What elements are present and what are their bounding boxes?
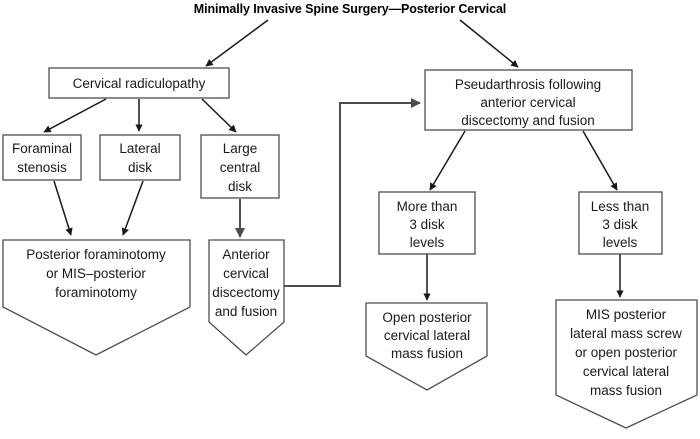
node-label-anterior-cervical-line1: Anterior bbox=[222, 247, 270, 262]
node-foraminal-stenosis[interactable]: Foraminal stenosis bbox=[2, 134, 82, 181]
node-label-open-posterior-fusion-line3: mass fusion bbox=[391, 346, 463, 361]
page-title: Minimally Invasive Spine Surgery—Posteri… bbox=[193, 2, 507, 16]
edge-lateral-disk-to-posterior-foraminotomy bbox=[121, 180, 144, 236]
node-cervical-radiculopathy[interactable]: Cervical radiculopathy bbox=[48, 67, 230, 99]
node-label-more-than-3-line2: 3 disk bbox=[409, 217, 445, 232]
node-label-mis-posterior-fusion-line2: lateral mass screw bbox=[570, 326, 682, 341]
node-label-mis-posterior-fusion-line5: mass fusion bbox=[590, 383, 662, 398]
node-label-more-than-3-line3: levels bbox=[410, 235, 445, 250]
node-label-mis-posterior-fusion-line4: cervical lateral bbox=[583, 364, 669, 379]
node-label-pseudarthrosis-line2: anterior cervical bbox=[480, 95, 575, 110]
edge-cervical-to-large-central-disk bbox=[201, 98, 237, 133]
node-label-foraminal-stenosis-line1: Foraminal bbox=[12, 141, 72, 156]
node-label-less-than-3-line3: levels bbox=[603, 235, 638, 250]
edge-cervical-to-foraminal-stenosis bbox=[43, 98, 107, 133]
edge-anterior-cervical-to-pseudarthrosis bbox=[284, 98, 421, 287]
edge-foraminal-stenosis-to-posterior-foraminotomy bbox=[53, 180, 73, 236]
node-label-open-posterior-fusion-line2: cervical lateral bbox=[384, 328, 470, 343]
node-open-posterior-fusion[interactable]: Open posterior cervical lateral mass fus… bbox=[365, 302, 488, 391]
node-label-anterior-cervical-line3: discectomy bbox=[212, 285, 280, 300]
edge-title-to-cervical-radiculopathy bbox=[205, 19, 269, 67]
node-label-posterior-foraminotomy-line3: foraminotomy bbox=[55, 285, 137, 300]
node-label-large-central-disk-line1: Large bbox=[223, 141, 258, 156]
edge-title-to-pseudarthrosis bbox=[459, 19, 519, 68]
node-label-mis-posterior-fusion-line3: or open posterior bbox=[575, 345, 678, 360]
node-label-large-central-disk-line3: disk bbox=[228, 179, 252, 194]
node-label-pseudarthrosis-line1: Pseudarthrosis following bbox=[455, 77, 601, 92]
node-label-mis-posterior-fusion-line1: MIS posterior bbox=[586, 307, 667, 322]
node-large-central-disk[interactable]: Large central disk bbox=[200, 134, 280, 199]
node-label-anterior-cervical-line2: cervical bbox=[223, 266, 269, 281]
node-label-lateral-disk-line2: disk bbox=[128, 160, 152, 175]
node-more-than-3-disk-levels[interactable]: More than 3 disk levels bbox=[378, 191, 476, 255]
node-anterior-cervical-discectomy[interactable]: Anterior cervical discectomy and fusion bbox=[208, 239, 285, 356]
node-label-lateral-disk-line1: Lateral bbox=[119, 141, 160, 156]
node-pseudarthrosis[interactable]: Pseudarthrosis following anterior cervic… bbox=[424, 69, 633, 131]
node-label-anterior-cervical-line4: and fusion bbox=[215, 304, 277, 319]
node-label-posterior-foraminotomy-line1: Posterior foraminotomy bbox=[26, 247, 166, 262]
node-lateral-disk[interactable]: Lateral disk bbox=[99, 134, 181, 181]
node-label-pseudarthrosis-line3: discectomy and fusion bbox=[461, 113, 595, 128]
node-label-cervical-radiculopathy: Cervical radiculopathy bbox=[73, 76, 206, 91]
node-label-open-posterior-fusion-line1: Open posterior bbox=[382, 310, 472, 325]
node-label-more-than-3-line1: More than bbox=[397, 199, 458, 214]
node-posterior-foraminotomy[interactable]: Posterior foraminotomy or MIS–posterior … bbox=[2, 239, 191, 356]
node-label-less-than-3-line1: Less than bbox=[591, 199, 650, 214]
edge-pseudarthrosis-to-more-than-3 bbox=[429, 130, 466, 191]
node-label-large-central-disk-line2: central bbox=[220, 160, 261, 175]
node-label-posterior-foraminotomy-line2: or MIS–posterior bbox=[46, 266, 146, 281]
node-label-less-than-3-line2: 3 disk bbox=[602, 217, 638, 232]
edge-pseudarthrosis-to-less-than-3 bbox=[582, 130, 618, 191]
node-less-than-3-disk-levels[interactable]: Less than 3 disk levels bbox=[578, 191, 663, 255]
node-label-foraminal-stenosis-line2: stenosis bbox=[17, 160, 67, 175]
node-mis-posterior-fusion[interactable]: MIS posterior lateral mass screw or open… bbox=[555, 299, 698, 429]
